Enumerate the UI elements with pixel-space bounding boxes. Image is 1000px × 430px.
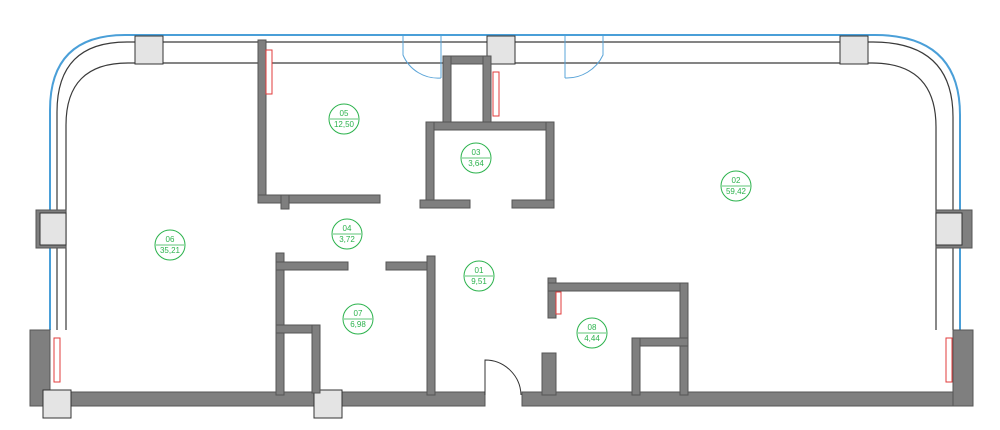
room-number: 08 bbox=[588, 323, 597, 332]
room-number: 07 bbox=[354, 309, 363, 318]
column bbox=[313, 389, 343, 419]
entrance-door bbox=[484, 359, 522, 396]
column bbox=[42, 389, 72, 419]
column bbox=[839, 35, 869, 65]
room-number: 03 bbox=[472, 148, 481, 157]
room-number: 02 bbox=[732, 176, 741, 185]
interior-walls bbox=[257, 39, 689, 396]
column bbox=[935, 212, 963, 246]
room-label-02: 02 59,42 bbox=[720, 170, 752, 202]
column bbox=[486, 35, 516, 65]
room-number: 06 bbox=[166, 235, 175, 244]
room-number: 05 bbox=[340, 109, 349, 118]
column bbox=[134, 35, 164, 65]
radiator bbox=[492, 71, 500, 117]
door-swing bbox=[402, 36, 442, 79]
room-area: 35,21 bbox=[160, 246, 181, 255]
column bbox=[39, 212, 67, 246]
room-label-01: 01 9,51 bbox=[463, 260, 495, 292]
room-label-05: 05 12,50 bbox=[328, 103, 360, 135]
doors bbox=[402, 36, 604, 396]
room-area: 12,50 bbox=[334, 120, 355, 129]
room-area: 3,64 bbox=[468, 159, 484, 168]
room-number: 04 bbox=[343, 224, 352, 233]
radiator bbox=[53, 337, 61, 383]
room-area: 9,51 bbox=[471, 277, 487, 286]
room-area: 4,44 bbox=[584, 334, 600, 343]
structural-columns bbox=[39, 35, 963, 419]
room-label-03: 03 3,64 bbox=[460, 142, 492, 174]
door-swing bbox=[564, 36, 604, 79]
room-area: 3,72 bbox=[339, 235, 355, 244]
room-area: 6,98 bbox=[350, 320, 366, 329]
radiator bbox=[265, 49, 273, 95]
glazing-outline bbox=[49, 34, 961, 330]
room-number: 01 bbox=[475, 266, 484, 275]
room-label-06: 06 35,21 bbox=[154, 229, 186, 261]
radiator bbox=[555, 291, 562, 315]
room-label-07: 07 6,98 bbox=[342, 303, 374, 335]
room-label-08: 08 4,44 bbox=[576, 317, 608, 349]
radiators bbox=[53, 49, 953, 383]
room-label-04: 04 3,72 bbox=[331, 218, 363, 250]
room-area: 59,42 bbox=[726, 187, 747, 196]
radiator bbox=[945, 337, 953, 383]
